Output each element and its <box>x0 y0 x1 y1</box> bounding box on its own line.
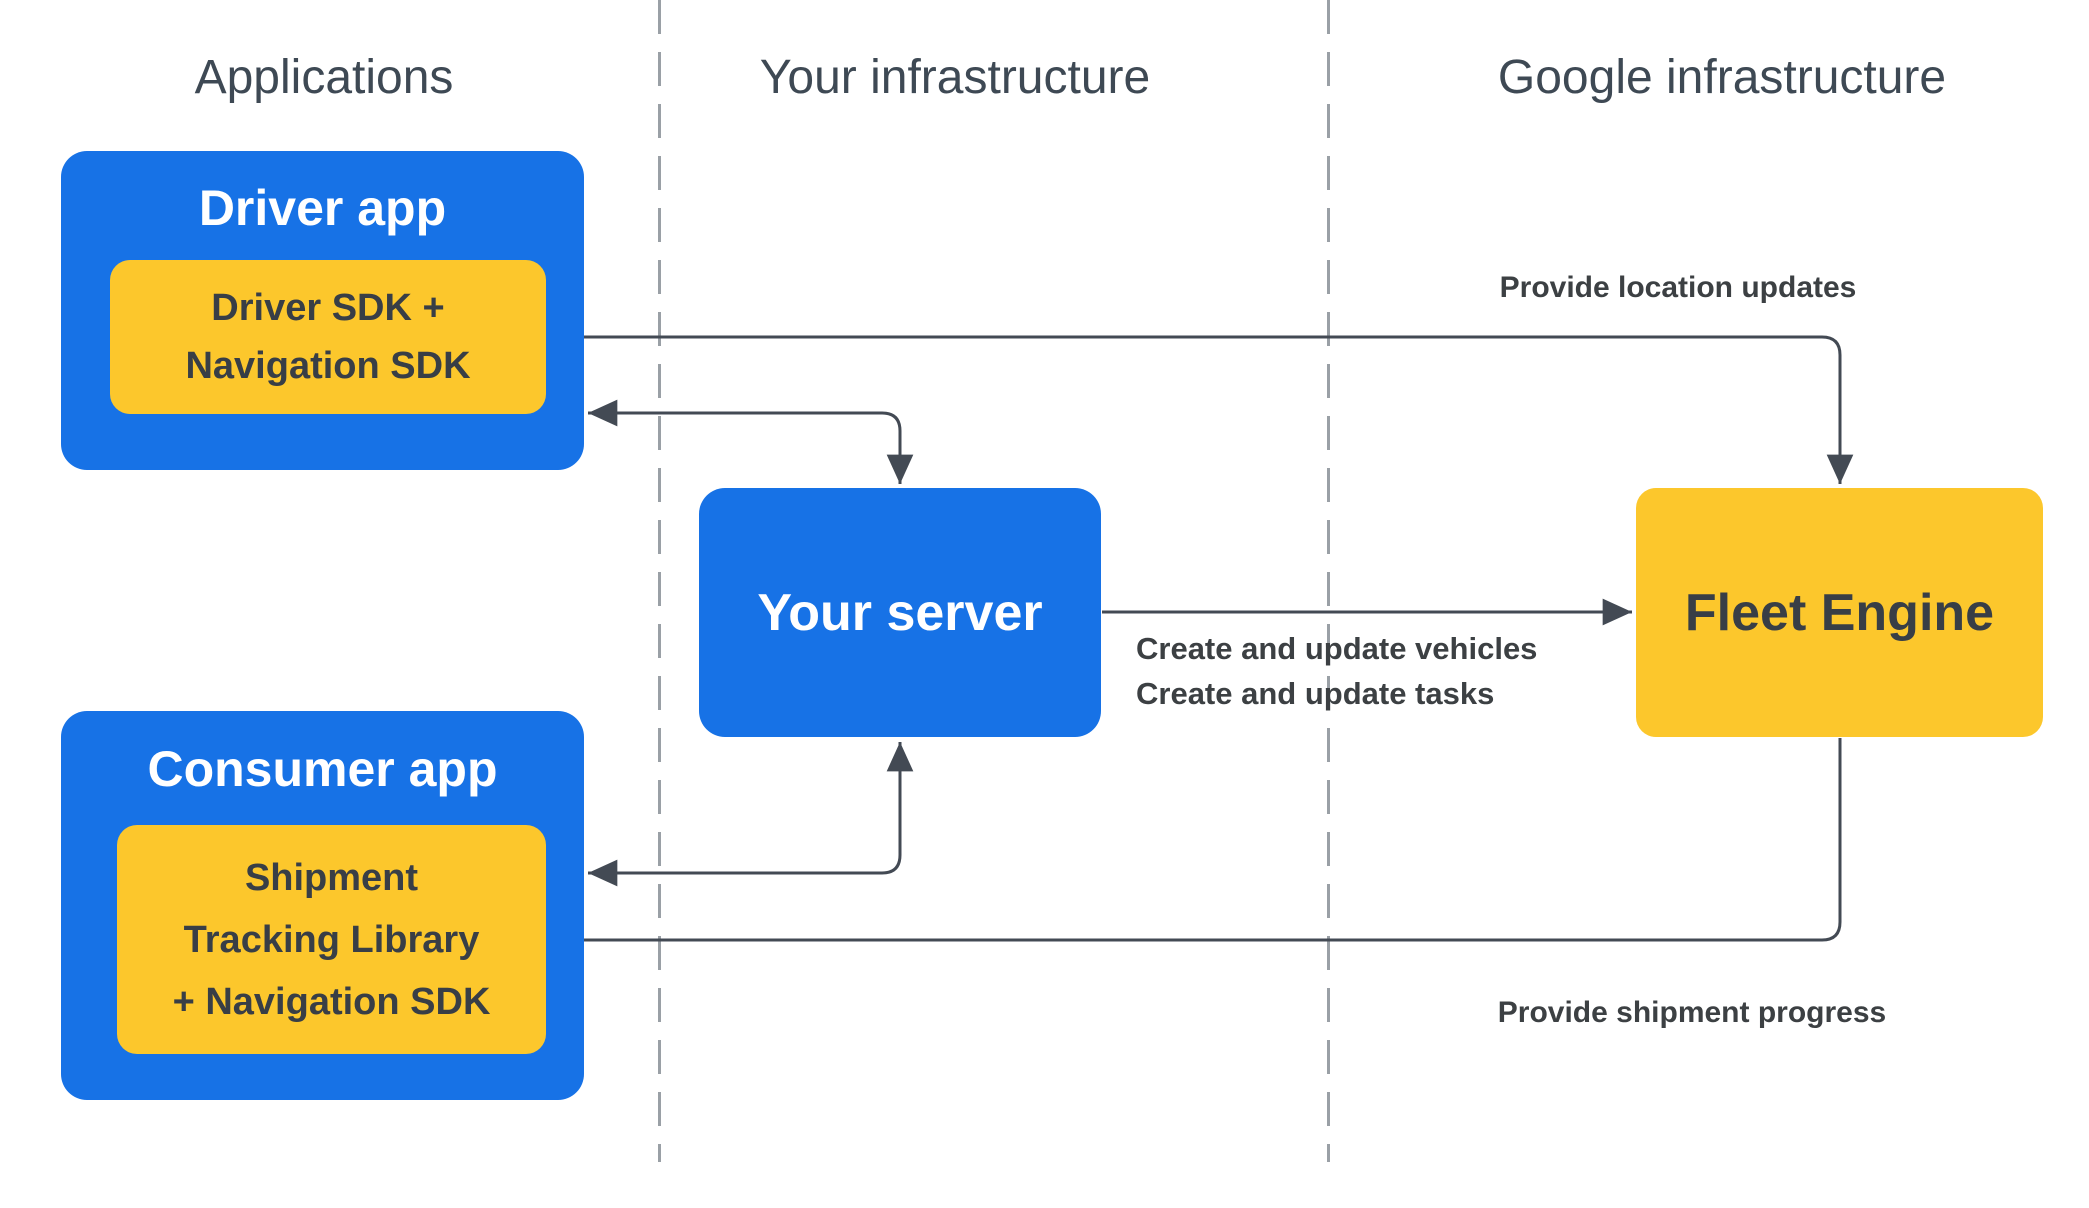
edge-your-server-consumer-app <box>588 742 914 887</box>
driver-sdk-box: Driver SDK + Navigation SDK <box>110 260 546 414</box>
your-server-title: Your server <box>757 583 1043 642</box>
shipment-tracking-label-line2: Tracking Library <box>183 918 480 961</box>
driver-sdk-label-line2: Navigation SDK <box>185 345 471 387</box>
fleet-engine-box: Fleet Engine <box>1636 488 2043 737</box>
shipment-tracking-label-line3: + Navigation SDK <box>172 980 491 1023</box>
column-header-google-infrastructure: Google infrastructure <box>1497 51 1947 104</box>
consumer-app-box: Consumer app Shipment Tracking Library +… <box>61 711 584 1100</box>
edge-fleet-engine-consumer-sdk <box>550 738 1842 954</box>
edge-label-create-vehicles: Create and update vehicles <box>1136 631 1538 666</box>
edge-label-create-tasks: Create and update tasks <box>1136 676 1495 711</box>
edge-label-provide-location-updates: Provide location updates <box>1499 271 1857 304</box>
edge-label-provide-shipment-progress: Provide shipment progress <box>1497 996 1887 1029</box>
driver-sdk-label-line1: Driver SDK + <box>211 287 445 329</box>
edge-driver-app-your-server <box>588 399 914 484</box>
column-divider-1 <box>658 0 661 1162</box>
your-server-box: Your server <box>699 488 1101 737</box>
edge-label-create-and-update: Create and update vehicles Create and up… <box>1136 626 1537 716</box>
column-header-your-infrastructure: Your infrastructure <box>759 51 1151 104</box>
driver-app-box: Driver app Driver SDK + Navigation SDK <box>61 151 584 470</box>
consumer-app-title: Consumer app <box>147 741 498 797</box>
shipment-tracking-library-box: Shipment Tracking Library + Navigation S… <box>117 825 546 1054</box>
shipment-tracking-label-line1: Shipment <box>244 856 419 899</box>
fleet-engine-title: Fleet Engine <box>1684 583 1995 642</box>
driver-app-title: Driver app <box>198 180 447 236</box>
column-header-applications: Applications <box>194 51 454 104</box>
edge-driver-sdk-fleet-engine <box>548 323 1854 484</box>
column-divider-2 <box>1327 0 1330 1162</box>
